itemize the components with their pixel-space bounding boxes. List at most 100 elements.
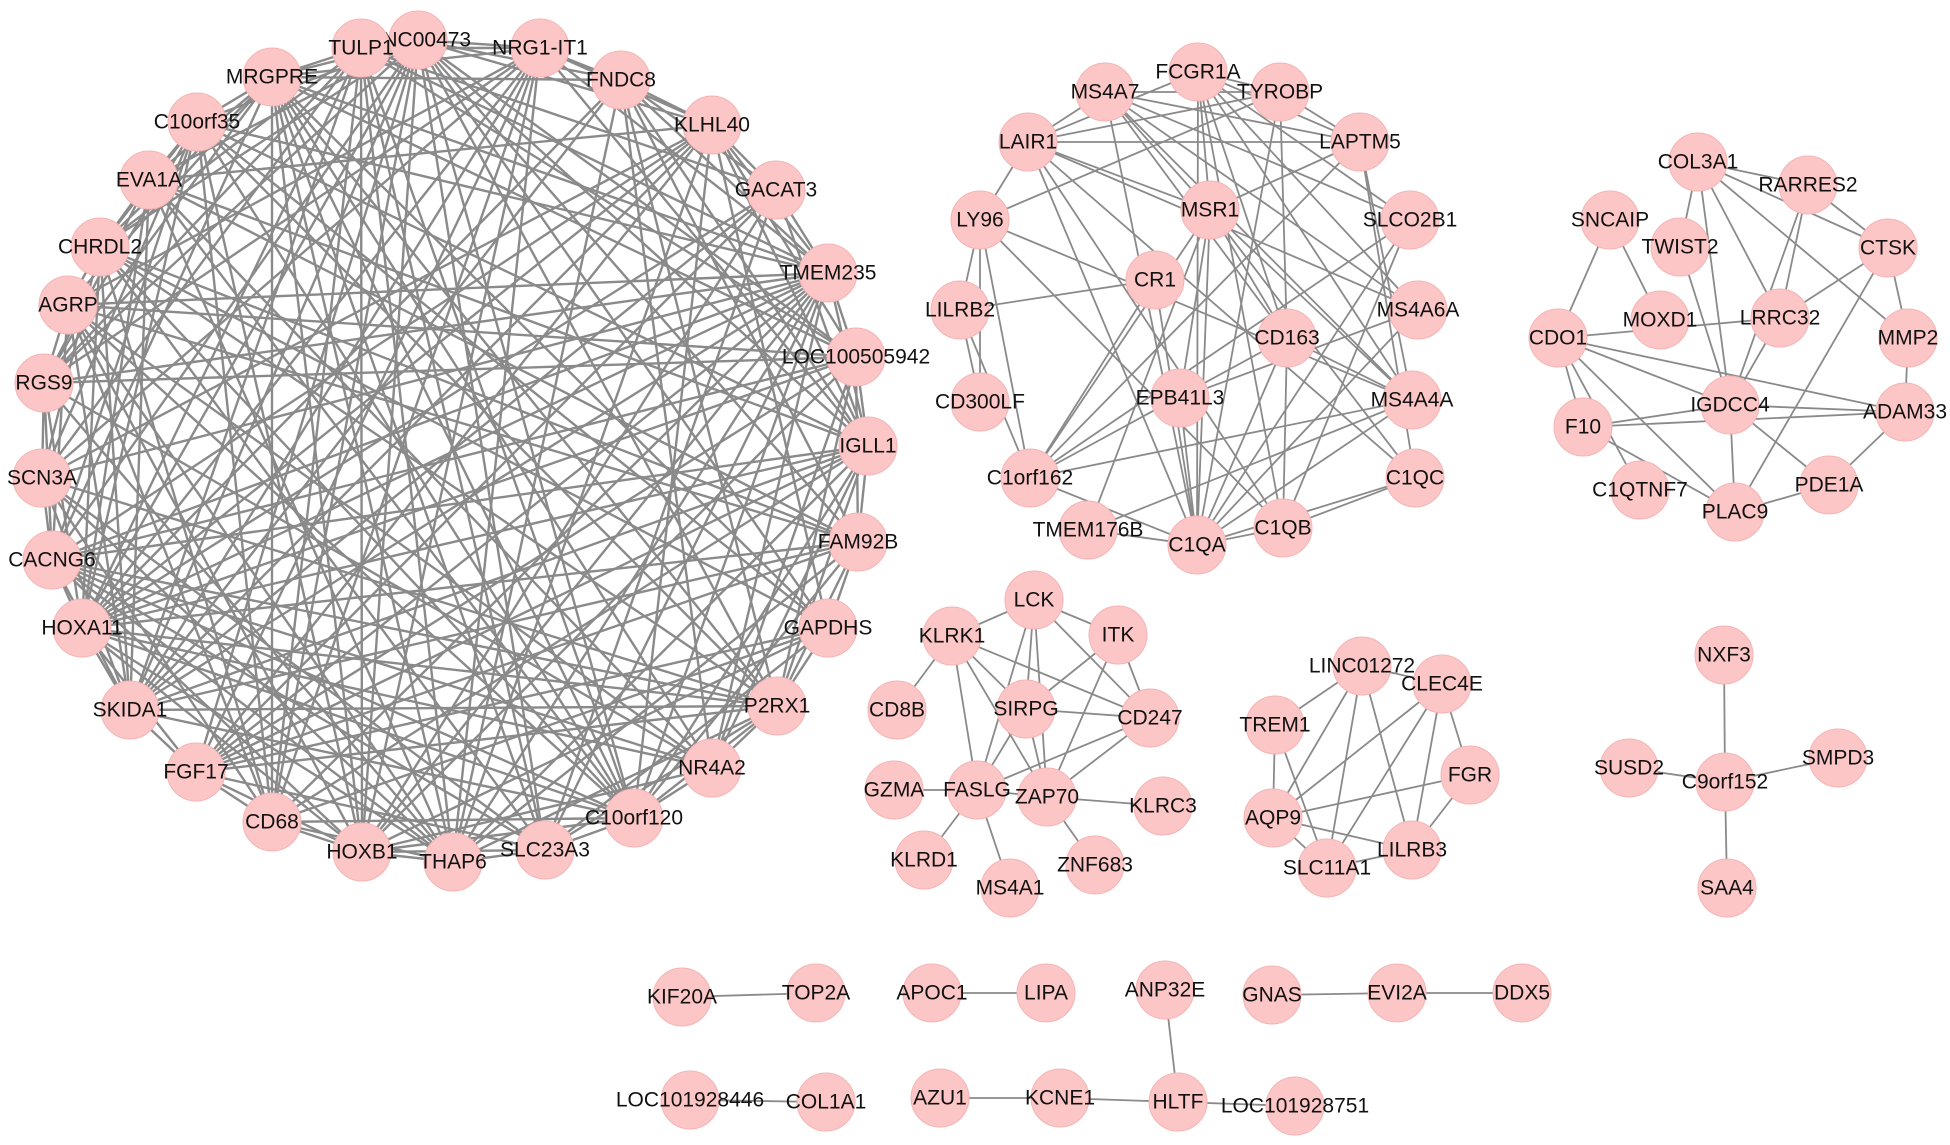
node-ms4a6a[interactable]: MS4A6A xyxy=(1377,280,1460,340)
node-skida1[interactable]: SKIDA1 xyxy=(93,680,168,740)
node-azu1[interactable]: AZU1 xyxy=(910,1068,970,1128)
node-gacat3[interactable]: GACAT3 xyxy=(735,160,817,220)
node-tmem176b[interactable]: TMEM176B xyxy=(1033,500,1144,560)
node-cacng6[interactable]: CACNG6 xyxy=(8,530,96,590)
node-p2rx1[interactable]: P2RX1 xyxy=(744,676,811,736)
node-c10orf35[interactable]: C10orf35 xyxy=(154,92,240,152)
node-thap6[interactable]: THAP6 xyxy=(419,832,487,892)
node-epb41l3[interactable]: EPB41L3 xyxy=(1136,368,1225,428)
node-cd68[interactable]: CD68 xyxy=(242,792,302,852)
node-itk[interactable]: ITK xyxy=(1088,605,1148,665)
node-lilrb3[interactable]: LILRB3 xyxy=(1377,820,1447,880)
node-evi2a[interactable]: EVI2A xyxy=(1367,963,1427,1023)
node-sncaip[interactable]: SNCAIP xyxy=(1571,190,1649,250)
node-agrp[interactable]: AGRP xyxy=(38,275,98,335)
node-lck[interactable]: LCK xyxy=(1004,570,1064,630)
node-mmp2[interactable]: MMP2 xyxy=(1878,308,1939,368)
node-fgf17[interactable]: FGF17 xyxy=(163,742,229,802)
node-znf683[interactable]: ZNF683 xyxy=(1057,835,1133,895)
node-lrrc32[interactable]: LRRC32 xyxy=(1740,288,1821,348)
node-klrc3[interactable]: KLRC3 xyxy=(1129,776,1197,836)
node-saa4[interactable]: SAA4 xyxy=(1697,858,1757,918)
node-smpd3[interactable]: SMPD3 xyxy=(1802,728,1874,788)
node-col3a1[interactable]: COL3A1 xyxy=(1658,132,1739,192)
node-c1qa[interactable]: C1QA xyxy=(1167,515,1227,575)
node-klrd1[interactable]: KLRD1 xyxy=(890,830,958,890)
node-fndc8[interactable]: FNDC8 xyxy=(586,50,656,110)
node-sirpg[interactable]: SIRPG xyxy=(993,679,1059,739)
node-f10[interactable]: F10 xyxy=(1553,397,1613,457)
node-c9orf152[interactable]: C9orf152 xyxy=(1682,752,1768,812)
node-c1qb[interactable]: C1QB xyxy=(1253,498,1313,558)
node-hoxa11[interactable]: HOXA11 xyxy=(41,598,123,658)
node-cd247[interactable]: CD247 xyxy=(1117,688,1183,748)
node-linc01272[interactable]: LINC01272 xyxy=(1309,636,1415,696)
node-mrgpre[interactable]: MRGPRE xyxy=(226,47,318,107)
node-msr1[interactable]: MSR1 xyxy=(1180,180,1240,240)
node-zap70[interactable]: ZAP70 xyxy=(1015,767,1079,827)
node-fgr[interactable]: FGR xyxy=(1440,745,1500,805)
node-linc00473[interactable]: LINC00473 xyxy=(365,10,471,70)
node-c1orf162[interactable]: C1orf162 xyxy=(987,448,1073,508)
node-fam92b[interactable]: FAM92B xyxy=(818,512,899,572)
node-gnas[interactable]: GNAS xyxy=(1242,965,1302,1025)
node-susd2[interactable]: SUSD2 xyxy=(1594,738,1664,798)
node-slc23a3[interactable]: SLC23A3 xyxy=(500,820,590,880)
node-ctsk[interactable]: CTSK xyxy=(1858,218,1918,278)
node-cdo1[interactable]: CDO1 xyxy=(1528,308,1588,368)
node-hltf[interactable]: HLTF xyxy=(1148,1072,1208,1132)
node-tulp1[interactable]: TULP1 xyxy=(328,18,394,78)
node-kcne1[interactable]: KCNE1 xyxy=(1025,1068,1095,1128)
node-fcgr1a[interactable]: FCGR1A xyxy=(1155,42,1241,102)
node-loc100505942[interactable]: LOC100505942 xyxy=(782,327,930,387)
node-slc11a1[interactable]: SLC11A1 xyxy=(1283,838,1371,898)
node-pde1a[interactable]: PDE1A xyxy=(1795,455,1864,515)
node-gapdhs[interactable]: GAPDHS xyxy=(784,598,873,658)
node-cd8b[interactable]: CD8B xyxy=(867,680,927,740)
node-c1qc[interactable]: C1QC xyxy=(1385,448,1445,508)
node-nr4a2[interactable]: NR4A2 xyxy=(678,738,746,798)
node-nrg1-it1[interactable]: NRG1-IT1 xyxy=(492,18,588,78)
node-ms4a1[interactable]: MS4A1 xyxy=(976,858,1045,918)
node-tmem235[interactable]: TMEM235 xyxy=(780,243,877,303)
node-trem1[interactable]: TREM1 xyxy=(1239,695,1311,755)
node-kif20a[interactable]: KIF20A xyxy=(647,967,717,1027)
node-scn3a[interactable]: SCN3A xyxy=(7,448,77,508)
node-laptm5[interactable]: LAPTM5 xyxy=(1319,112,1401,172)
node-c10orf120[interactable]: C10orf120 xyxy=(585,788,683,848)
node-top2a[interactable]: TOP2A xyxy=(782,963,850,1023)
node-cr1[interactable]: CR1 xyxy=(1125,250,1185,310)
node-clec4e[interactable]: CLEC4E xyxy=(1401,654,1483,714)
node-loc101928446[interactable]: LOC101928446 xyxy=(616,1070,764,1130)
node-lair1[interactable]: LAIR1 xyxy=(998,112,1058,172)
node-chrdl2[interactable]: CHRDL2 xyxy=(58,217,142,277)
node-hoxb1[interactable]: HOXB1 xyxy=(326,822,398,882)
node-moxd1[interactable]: MOXD1 xyxy=(1623,290,1698,350)
node-anp32e[interactable]: ANP32E xyxy=(1125,960,1206,1020)
node-klhl40[interactable]: KLHL40 xyxy=(674,95,750,155)
node-igll1[interactable]: IGLL1 xyxy=(838,416,898,476)
node-lilrb2[interactable]: LILRB2 xyxy=(925,280,995,340)
node-loc101928751[interactable]: LOC101928751 xyxy=(1221,1076,1369,1136)
node-tyrobp[interactable]: TYROBP xyxy=(1237,62,1323,122)
node-ms4a7[interactable]: MS4A7 xyxy=(1071,62,1140,122)
node-ddx5[interactable]: DDX5 xyxy=(1492,963,1552,1023)
node-twist2[interactable]: TWIST2 xyxy=(1642,217,1719,277)
node-nxf3[interactable]: NXF3 xyxy=(1694,625,1754,685)
node-apoc1[interactable]: APOC1 xyxy=(896,963,968,1023)
node-eva1a[interactable]: EVA1A xyxy=(116,150,182,210)
node-c1qtnf7[interactable]: C1QTNF7 xyxy=(1592,460,1688,520)
node-klrk1[interactable]: KLRK1 xyxy=(919,606,986,666)
node-gzma[interactable]: GZMA xyxy=(864,760,925,820)
node-rgs9[interactable]: RGS9 xyxy=(14,353,74,413)
node-col1a1[interactable]: COL1A1 xyxy=(786,1072,867,1132)
node-rarres2[interactable]: RARRES2 xyxy=(1758,155,1858,215)
node-ly96[interactable]: LY96 xyxy=(950,190,1010,250)
node-faslg[interactable]: FASLG xyxy=(943,760,1011,820)
node-cd163[interactable]: CD163 xyxy=(1254,308,1320,368)
node-plac9[interactable]: PLAC9 xyxy=(1702,482,1769,542)
node-adam33[interactable]: ADAM33 xyxy=(1863,382,1947,442)
node-ms4a4a[interactable]: MS4A4A xyxy=(1371,370,1454,430)
node-lipa[interactable]: LIPA xyxy=(1016,963,1076,1023)
node-aqp9[interactable]: AQP9 xyxy=(1243,788,1303,848)
